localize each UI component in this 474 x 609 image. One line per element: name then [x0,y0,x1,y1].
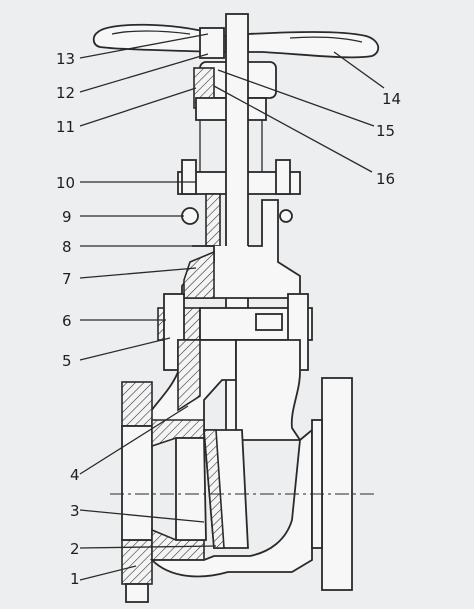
callout-12: 12 [56,84,75,102]
callout-4: 4 [70,466,80,484]
callout-5: 5 [62,352,72,370]
callout-labels: 13 12 11 10 9 8 7 6 5 4 3 2 1 14 15 16 [56,50,401,588]
callout-15: 15 [376,122,395,140]
handwheel-hub [199,27,225,59]
outlet-flange [321,377,353,591]
callout-7: 7 [62,270,72,288]
inlet-flange-face [121,425,153,541]
bonnet [181,199,301,299]
callout-3: 3 [70,502,80,520]
valve-body [110,339,378,603]
packing-section [205,193,221,247]
callout-14: 14 [382,90,401,108]
inlet-flange-foot [125,583,149,603]
eyebolt-pin-right [279,209,293,223]
callout-2: 2 [70,540,80,558]
callout-16: 16 [376,170,395,188]
callout-9: 9 [62,208,72,226]
outlet-neck [311,419,323,549]
leader-lines [79,33,385,581]
callout-8: 8 [62,238,72,256]
gland-bolt-right [275,159,291,195]
callout-10: 10 [56,174,75,192]
gland-bolt-left [181,159,197,195]
inlet-flange-top [121,381,153,427]
handwheel [92,23,380,59]
body-bonnet-flange [157,293,313,371]
eyebolt-pin-left [181,207,199,225]
callout-13: 13 [56,50,75,68]
flange-key [255,313,283,331]
callout-11: 11 [56,118,75,136]
callout-6: 6 [62,312,72,330]
callout-1: 1 [70,570,80,588]
